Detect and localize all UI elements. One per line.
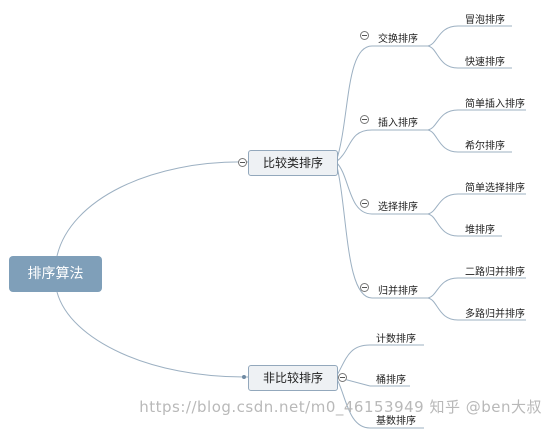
leaf-two-way-merge-sort[interactable]: 二路归并排序 <box>465 267 525 278</box>
group-merge-sort[interactable]: 归并排序 <box>378 286 418 297</box>
collapse-toggle-icon[interactable] <box>360 31 369 40</box>
comparison-sort-node[interactable]: 比较类排序 <box>248 150 338 176</box>
group-insertion-sort[interactable]: 插入排序 <box>378 118 418 129</box>
root-node[interactable]: 排序算法 <box>9 256 102 292</box>
leaf-radix-sort[interactable]: 基数排序 <box>376 416 416 427</box>
collapse-toggle-icon[interactable] <box>338 373 347 382</box>
collapse-toggle-icon[interactable] <box>360 115 369 124</box>
link-cmp-select <box>335 161 373 215</box>
link-cmp-merge <box>335 161 373 299</box>
group-exchange-sort[interactable]: 交换排序 <box>378 34 418 45</box>
leaf-shell-sort[interactable]: 希尔排序 <box>465 141 505 152</box>
collapse-toggle-icon[interactable] <box>360 199 369 208</box>
link-root-noncomparison <box>56 291 249 378</box>
leaf-counting-sort[interactable]: 计数排序 <box>376 334 416 345</box>
leaf-simple-insertion-sort[interactable]: 简单插入排序 <box>465 99 525 110</box>
leaf-bucket-sort[interactable]: 桶排序 <box>376 375 406 386</box>
non-comparison-sort-node[interactable]: 非比较排序 <box>248 365 338 391</box>
collapse-toggle-icon[interactable] <box>238 158 247 167</box>
link-cmp-insert <box>335 129 373 163</box>
link-cmp-exchange <box>335 45 373 163</box>
link-root-comparison <box>56 161 249 257</box>
leaf-quick-sort[interactable]: 快速排序 <box>465 57 505 68</box>
leaf-bubble-sort[interactable]: 冒泡排序 <box>465 15 505 26</box>
leaf-simple-selection-sort[interactable]: 简单选择排序 <box>465 183 525 194</box>
leaf-multi-way-merge-sort[interactable]: 多路归并排序 <box>465 309 525 320</box>
collapse-toggle-icon[interactable] <box>360 283 369 292</box>
leaf-heap-sort[interactable]: 堆排序 <box>465 225 495 236</box>
group-selection-sort[interactable]: 选择排序 <box>378 202 418 213</box>
watermark-text: https://blog.csdn.net/m0_46153949 知乎 @be… <box>139 398 542 416</box>
